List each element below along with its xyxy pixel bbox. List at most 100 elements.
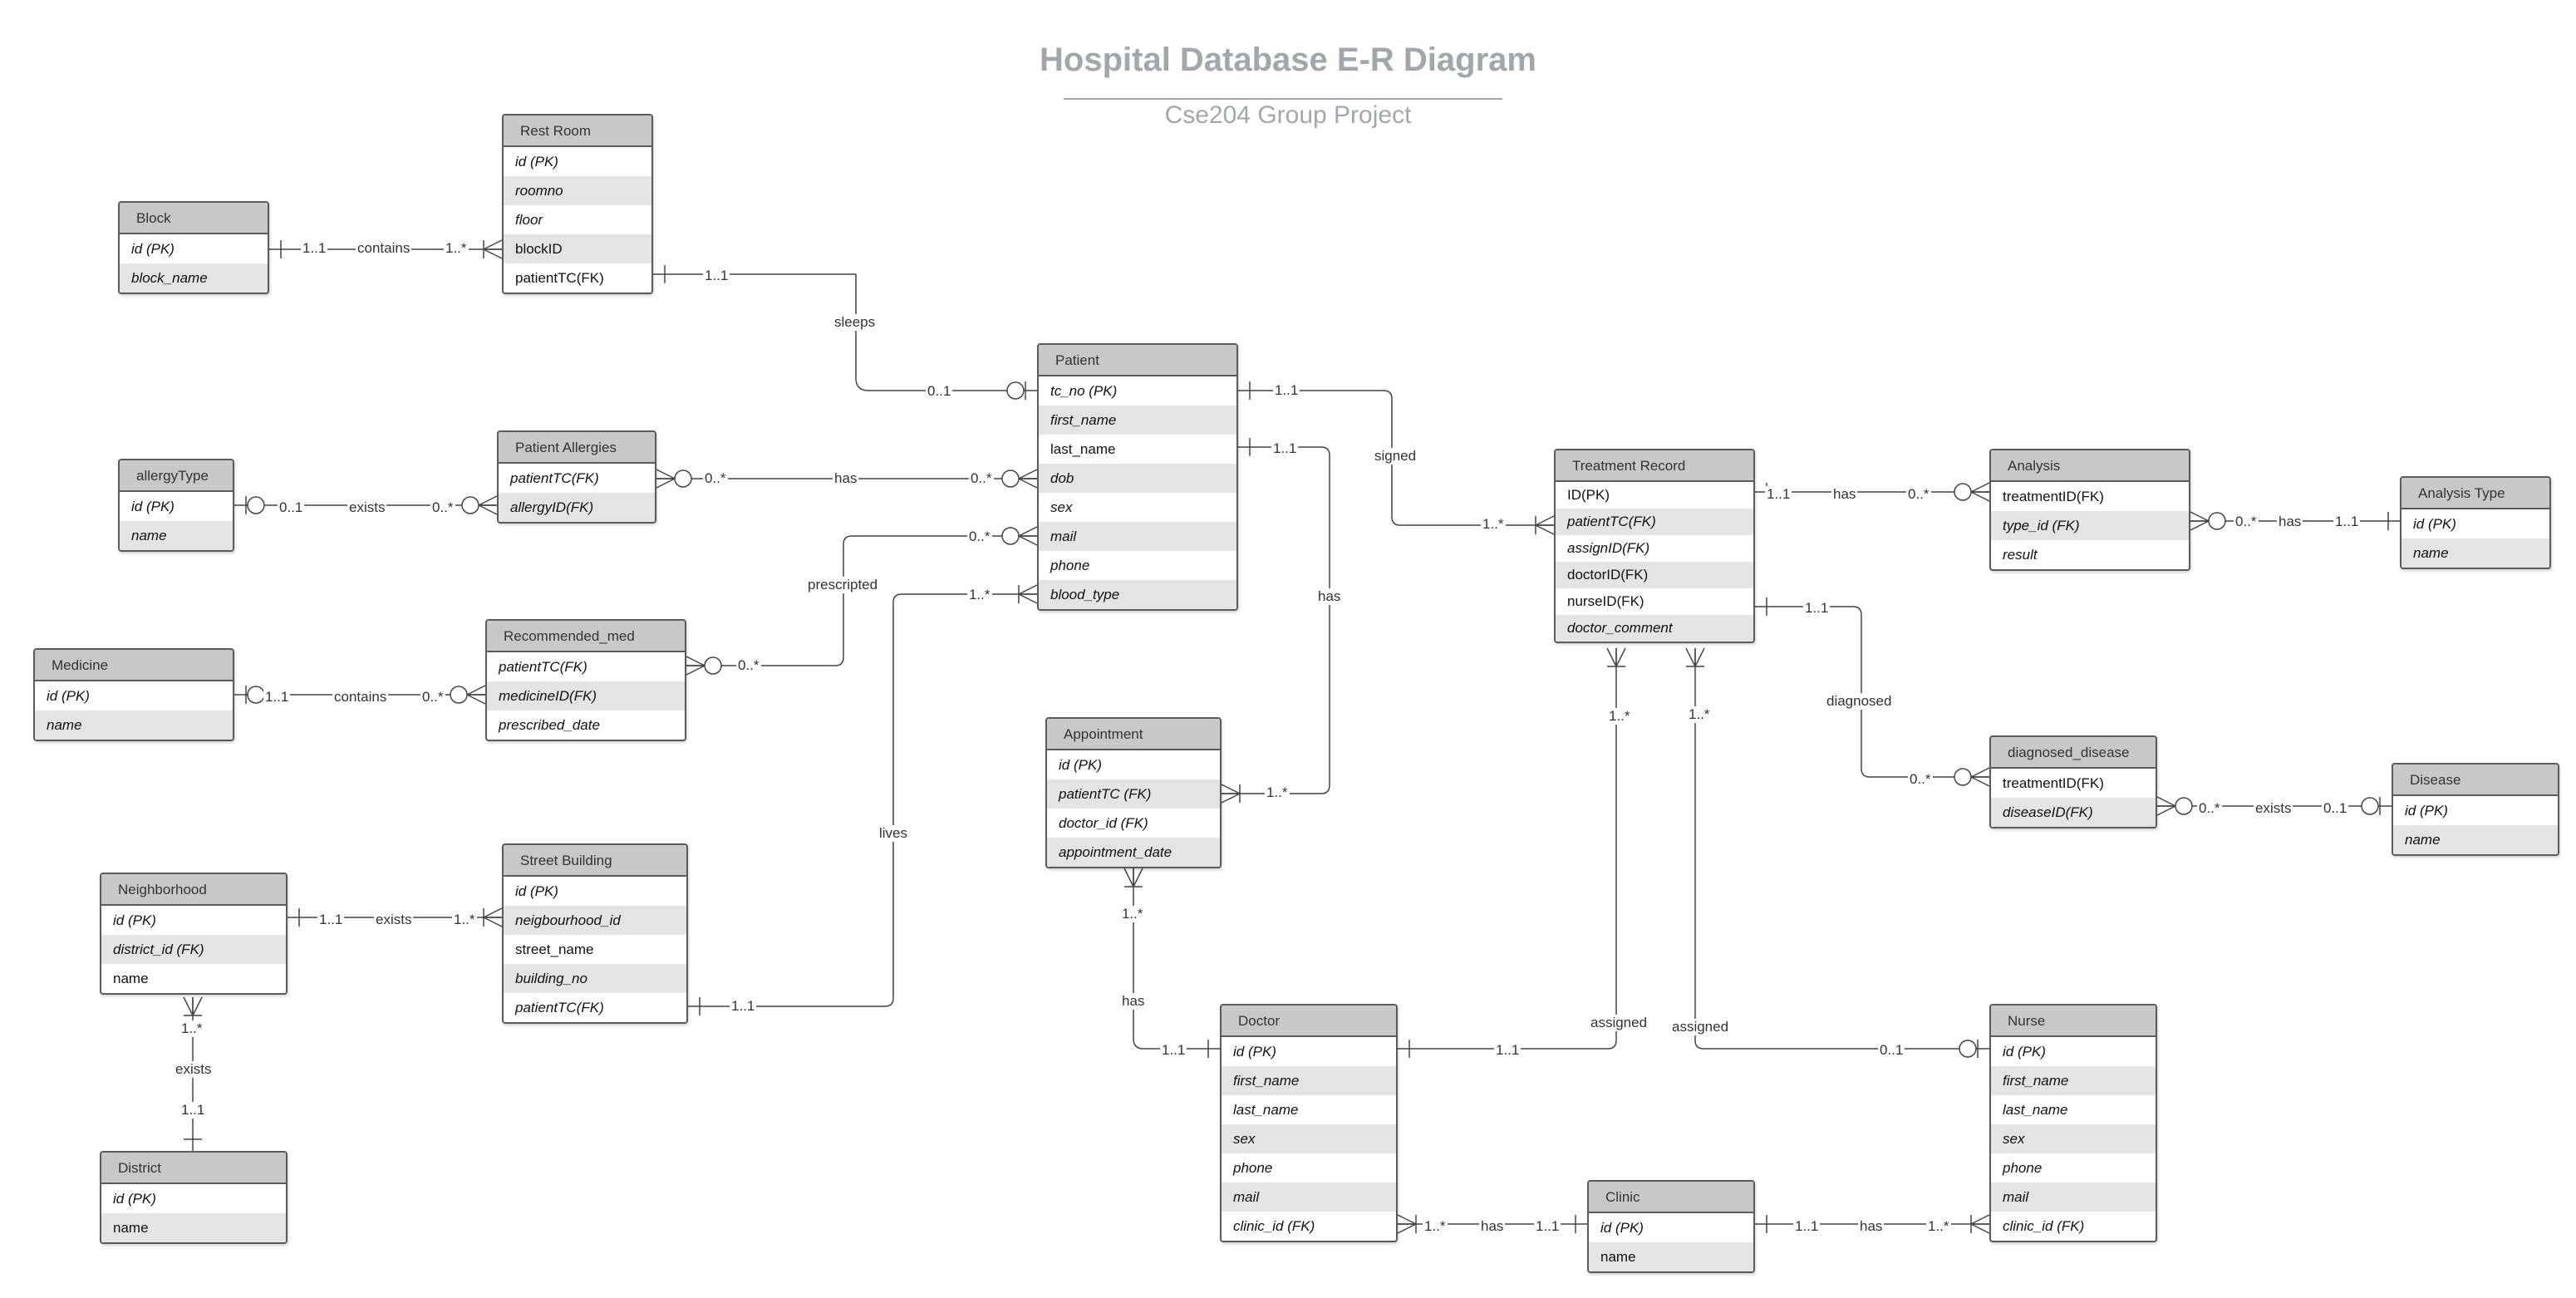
attribute: diseaseID(FK)	[1991, 798, 2156, 827]
zero-circle-mark	[1001, 527, 1020, 545]
entity-disease[interactable]: Disease id (PK) name	[2392, 763, 2559, 856]
attribute: name	[35, 710, 233, 740]
entity-nurse[interactable]: Nurse id (PK) first_name last_name sex p…	[1989, 1004, 2157, 1242]
zero-circle-mark	[461, 496, 479, 514]
cardinality-label: 1..*	[1120, 906, 1145, 922]
relationship-label: has	[1316, 588, 1343, 605]
cardinality-label: 0..*	[967, 529, 992, 545]
attribute: id (PK)	[113, 1191, 156, 1207]
zero-circle-mark	[674, 470, 692, 488]
cardinality-label: 1..*	[1265, 784, 1290, 801]
attribute: blood_type	[1039, 580, 1236, 609]
attribute: id (PK)	[2413, 516, 2456, 532]
cardinality-label: 1..1	[730, 998, 757, 1015]
entity-medicine[interactable]: Medicine id (PK) name	[33, 648, 234, 741]
entity-rest-room[interactable]: Rest Room id (PK) roomno floor blockID p…	[502, 114, 653, 294]
entity-allergy-type[interactable]: allergyType id (PK) name	[118, 459, 234, 552]
entity-neighborhood[interactable]: Neighborhood id (PK) district_id (FK) na…	[100, 873, 288, 995]
relationship-label: has	[1858, 1218, 1885, 1235]
attribute: last_name	[1233, 1102, 1299, 1118]
relationship-label: exists	[2254, 800, 2293, 817]
entity-analysis[interactable]: Analysis treatmentID(FK) type_id (FK) re…	[1989, 449, 2190, 571]
entity-block[interactable]: Block id (PK) block_name	[118, 201, 269, 294]
cardinality-label: 1..1	[1273, 382, 1300, 399]
cardinality-label: 1..1	[1160, 1042, 1187, 1059]
cardinality-label: 1..*	[452, 912, 477, 928]
cardinality-label: 0..1	[926, 383, 953, 400]
attribute: doctorID(FK)	[1556, 562, 1753, 588]
entity-name: Patient Allergies	[499, 432, 655, 464]
cardinality-label: 1..1	[317, 912, 345, 928]
entity-district[interactable]: District id (PK) name	[100, 1151, 288, 1244]
attribute: patientTC(FK)	[515, 1000, 604, 1015]
cardinality-label: 1..1	[1494, 1042, 1522, 1059]
attribute: building_no	[504, 964, 686, 993]
attribute: name	[1589, 1242, 1753, 1271]
attribute: treatmentID(FK)	[2003, 775, 2104, 791]
attribute: id (PK)	[515, 154, 558, 170]
cardinality-label: 1..1	[1765, 486, 1792, 503]
entity-appointment[interactable]: Appointment id (PK) patientTC (FK) docto…	[1045, 717, 1222, 868]
relationship-line	[653, 273, 1037, 391]
entity-recommended-med[interactable]: Recommended_med patientTC(FK) medicineID…	[485, 619, 686, 741]
relationship-line	[686, 535, 1037, 666]
attribute: id (PK)	[1600, 1220, 1644, 1236]
entity-name: Rest Room	[504, 116, 651, 147]
entity-treatment-record[interactable]: Treatment Record ID(PK) patientTC(FK) as…	[1554, 449, 1755, 643]
cardinality-label: 0..*	[1906, 486, 1931, 503]
attribute: last_name	[2003, 1102, 2068, 1118]
attribute: patientTC(FK)	[1556, 509, 1753, 535]
entity-doctor[interactable]: Doctor id (PK) first_name last_name sex …	[1220, 1004, 1398, 1242]
cardinality-label: 1..1	[703, 268, 730, 284]
cardinality-label: 1..1	[179, 1102, 207, 1119]
attribute: medicineID(FK)	[487, 681, 685, 710]
crows-foot-mark	[1018, 584, 1038, 604]
cardinality-label: 0..*	[2234, 514, 2259, 530]
attribute: first_name	[1991, 1066, 2156, 1095]
zero-circle-mark	[1006, 381, 1025, 400]
relationship-label: diagnosed	[1825, 693, 1894, 710]
entity-name: Clinic	[1589, 1182, 1753, 1213]
crows-foot-mark	[1970, 482, 1990, 502]
entity-clinic[interactable]: Clinic id (PK) name	[1587, 1180, 1755, 1273]
attribute: name	[113, 971, 149, 986]
attribute: tc_no (PK)	[1050, 383, 1118, 399]
cardinality-label: 0..1	[2322, 800, 2349, 817]
relationship-line	[1398, 648, 1617, 1050]
attribute: result	[2003, 547, 2038, 563]
entity-name: diagnosed_disease	[1991, 737, 2156, 769]
attribute: id (PK)	[515, 883, 558, 899]
entity-name: District	[101, 1153, 286, 1184]
attribute: first_name	[1222, 1066, 1396, 1095]
cardinality-label: 0..1	[278, 499, 305, 516]
relationship-label: signed	[1373, 448, 1418, 465]
entity-patient[interactable]: Patient tc_no (PK) first_name last_name …	[1037, 343, 1238, 611]
attribute: appointment_date	[1047, 838, 1220, 867]
crows-foot-mark	[1123, 868, 1143, 887]
attribute: block_name	[120, 263, 268, 293]
entity-name: Patient	[1039, 345, 1236, 376]
relationship-label: assigned	[1589, 1015, 1649, 1031]
cardinality-label: 0..*	[430, 499, 455, 516]
diagram-title: Hospital Database E-R Diagram	[1040, 42, 1536, 78]
relationship-label: has	[2277, 514, 2303, 530]
entity-patient-allergies[interactable]: Patient Allergies patientTC(FK) allergyI…	[497, 430, 656, 524]
entity-name: Block	[120, 203, 268, 234]
cardinality-label: 1..*	[1687, 706, 1712, 723]
entity-street-building[interactable]: Street Building id (PK) neigbourhood_id …	[502, 843, 688, 1024]
relationship-line	[1222, 446, 1330, 794]
attribute: assignID(FK)	[1567, 540, 1650, 556]
cardinality-label: 1..*	[1607, 708, 1632, 725]
attribute: last_name	[1050, 441, 1116, 457]
attribute: doctor_comment	[1556, 615, 1753, 642]
attribute: clinic_id (FK)	[2003, 1218, 2085, 1234]
attribute: mail	[1991, 1182, 2156, 1212]
attribute: sex	[1222, 1124, 1396, 1153]
attribute: first_name	[1039, 406, 1236, 435]
cardinality-label: 0..*	[736, 657, 761, 674]
cardinality-label: 0..*	[969, 470, 994, 487]
entity-diagnosed-disease[interactable]: diagnosed_disease treatmentID(FK) diseas…	[1989, 735, 2157, 828]
entity-analysis-type[interactable]: Analysis Type id (PK) name	[2400, 476, 2551, 569]
cardinality-label: 0..*	[2197, 800, 2222, 817]
cardinality-label: 1..1	[1271, 440, 1299, 457]
